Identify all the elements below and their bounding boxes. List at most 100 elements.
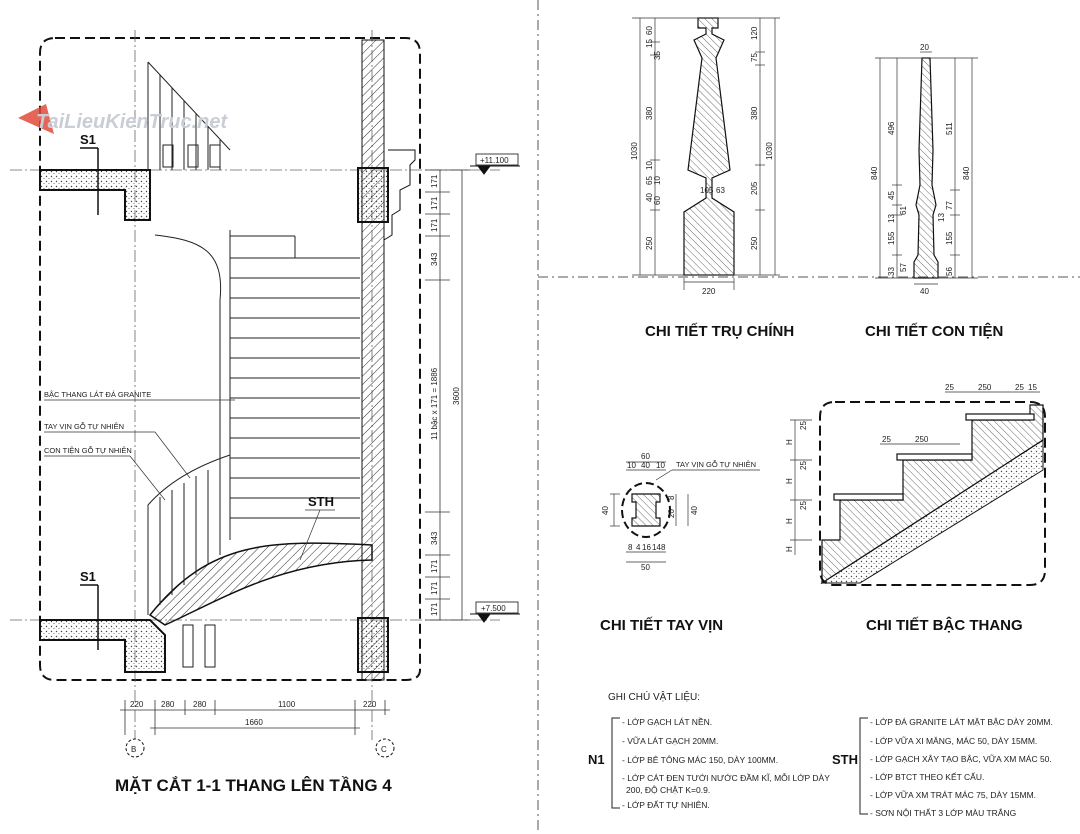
hr-dim-top-1: 60: [641, 452, 650, 461]
hr-dim-top-3: 40: [641, 461, 650, 470]
callout-granite: BẬC THANG LÁT ĐÁ GRANITE: [44, 390, 151, 399]
bal-dim-l-total: 840: [870, 166, 879, 180]
post-dim-r-total: 1030: [765, 142, 774, 160]
step-detail: 25 250 25 15 25 250 H H H H 25 25 25 CHI…: [785, 383, 1046, 634]
baluster-dim-top: 20: [920, 43, 929, 52]
dim-b-2: 280: [161, 700, 175, 709]
axis-b: B: [131, 745, 136, 754]
sth-line-5: - LỚP VỮA XM TRÁT MÁC 75, DÀY 15MM.: [870, 790, 1036, 800]
level-bottom: +7.500: [481, 604, 506, 613]
step-dim-s-3: 25: [799, 501, 808, 510]
sth-line-6: - SƠN NỘI THẤT 3 LỚP MÀU TRẮNG: [870, 808, 1016, 818]
bal-dim-l-1: 496: [887, 121, 896, 135]
step-dim-top-1: 25: [945, 383, 954, 392]
hr-dim-b-5: 8: [661, 543, 666, 552]
bal-dim-r-total: 840: [962, 166, 971, 180]
bal-dim-l-2: 45: [887, 191, 896, 200]
post-dim-l-1: 60: [645, 26, 654, 35]
step-dim-top-3: 25: [1015, 383, 1024, 392]
post-dim-r-2: 75: [750, 53, 759, 62]
n1-line-1: - LỚP GẠCH LÁT NỀN.: [622, 717, 712, 727]
hr-dim-b-2: 4: [636, 543, 641, 552]
post-dim-l-8: 40: [645, 193, 654, 202]
hr-dim-b-4: 14: [652, 543, 661, 552]
post-dim-l-6: 65: [645, 176, 654, 185]
step-title: CHI TIẾT BẬC THANG: [866, 616, 1023, 634]
handrail-detail: TAY VỊN GỖ TỰ NHIÊN 60 10 40 10 40 8 20 …: [600, 452, 760, 634]
dim-total-height: 3600: [452, 387, 461, 405]
n1-line-6: - LỚP ĐẤT TỰ NHIÊN.: [622, 800, 710, 810]
post-dim-r-1: 120: [750, 26, 759, 40]
slab-tag-top: S1: [80, 132, 96, 147]
dim-r-5: 11 bậc x 171 = 1886: [430, 367, 439, 440]
step-dim-h-4: H: [785, 546, 794, 552]
baluster-detail: 20 496 45 61 13 155 33 57 840 511 77 13 …: [865, 43, 1003, 340]
bal-dim-r-1: 511: [945, 122, 954, 135]
hr-dim-b-1: 8: [628, 543, 633, 552]
sth-line-1: - LỚP ĐÁ GRANITE LÁT MẶT BẬC DÀY 20MM.: [870, 717, 1053, 727]
dim-r-7: 171: [430, 559, 439, 573]
hr-dim-r-2: 20: [667, 509, 676, 518]
axis-c: C: [381, 745, 387, 754]
post-dim-inner-2: 63: [716, 186, 725, 195]
dim-r-8: 171: [430, 581, 439, 595]
post-dim-l-9: 60: [653, 196, 662, 205]
stair-tag: STH: [308, 494, 334, 509]
hr-dim-top-2: 10: [627, 461, 636, 470]
hr-dim-top-4: 10: [656, 461, 665, 470]
bal-dim-r-4: 155: [945, 231, 954, 245]
main-title: MẶT CẮT 1-1 THANG LÊN TẦNG 4: [115, 776, 392, 795]
dim-b-1: 220: [130, 700, 144, 709]
bal-dim-r-3: 13: [937, 213, 946, 222]
bal-dim-r-2: 77: [945, 201, 954, 210]
hr-dim-b-3: 16: [642, 543, 651, 552]
section-view: BẬC THANG LÁT ĐÁ GRANITE TAY VỊN GỖ TỰ N…: [10, 30, 520, 795]
handrail-title: CHI TIẾT TAY VỊN: [600, 617, 723, 634]
handrail-label: TAY VỊN GỖ TỰ NHIÊN: [676, 460, 756, 469]
post-dim-l-2: 15: [645, 39, 654, 48]
step-dim-s-1: 25: [799, 421, 808, 430]
step-dim-s-2: 25: [799, 461, 808, 470]
dim-r-6: 343: [430, 531, 439, 545]
dim-b-3: 280: [193, 700, 207, 709]
bal-dim-l-6: 33: [887, 267, 896, 276]
n1-line-2: - VỮA LÁT GẠCH 20MM.: [622, 736, 718, 746]
dim-r-9: 171: [430, 602, 439, 616]
dim-b-5: 220: [363, 700, 377, 709]
bal-dim-l-7: 57: [899, 263, 908, 272]
dim-b-4: 1100: [278, 700, 296, 709]
step-dim-h-2: H: [785, 478, 794, 484]
post-dim-inner-1: 105: [700, 186, 714, 195]
bal-dim-r-5: 56: [945, 267, 954, 276]
sth-line-3: - LỚP GẠCH XÂY TẠO BẬC, VỮA XM MÁC 50.: [870, 754, 1052, 764]
watermark-text: TaiLieuKienTruc.net: [36, 111, 228, 133]
dim-b-total: 1660: [245, 718, 263, 727]
callout-handrail: TAY VỊN GỖ TỰ NHIÊN: [44, 422, 124, 431]
n1-line-4: - LỚP CÁT ĐEN TƯỚI NƯỚC ĐẦM KĨ, MỖI LỚP …: [622, 772, 830, 783]
main-post-detail: 60 15 35 380 10 65 10 40 60 250 1030 120…: [630, 17, 794, 340]
hr-dim-r-1: 8: [667, 495, 676, 500]
hr-dim-left: 40: [601, 506, 610, 515]
sth-line-4: - LỚP BTCT THEO KẾT CẤU.: [870, 772, 984, 782]
step-dim-top-2: 250: [978, 383, 992, 392]
slab-tag-bottom: S1: [80, 569, 96, 584]
post-dim-l-total: 1030: [630, 142, 639, 160]
hr-dim-width: 50: [641, 563, 650, 572]
bal-dim-l-5: 155: [887, 231, 896, 245]
post-dim-width: 220: [702, 287, 716, 296]
step-dim-mid-2: 250: [915, 435, 929, 444]
sheet-dividers: [537, 0, 1080, 834]
bal-dim-l-4: 13: [887, 214, 896, 223]
post-dim-l-4: 380: [645, 106, 654, 120]
step-dim-mid-1: 25: [882, 435, 891, 444]
post-dim-r-4: 205: [750, 181, 759, 195]
n1-tag: N1: [588, 752, 605, 767]
material-notes: GHI CHÚ VẬT LIỆU: N1 - LỚP GẠCH LÁT NỀN.…: [588, 690, 1053, 818]
post-dim-r-3: 380: [750, 106, 759, 120]
step-dim-top-4: 15: [1028, 383, 1037, 392]
sth-tag: STH: [832, 752, 858, 767]
hr-dim-r-3: 40: [690, 506, 699, 515]
dim-r-3: 171: [430, 218, 439, 232]
main-post-title: CHI TIẾT TRỤ CHÍNH: [645, 323, 794, 340]
